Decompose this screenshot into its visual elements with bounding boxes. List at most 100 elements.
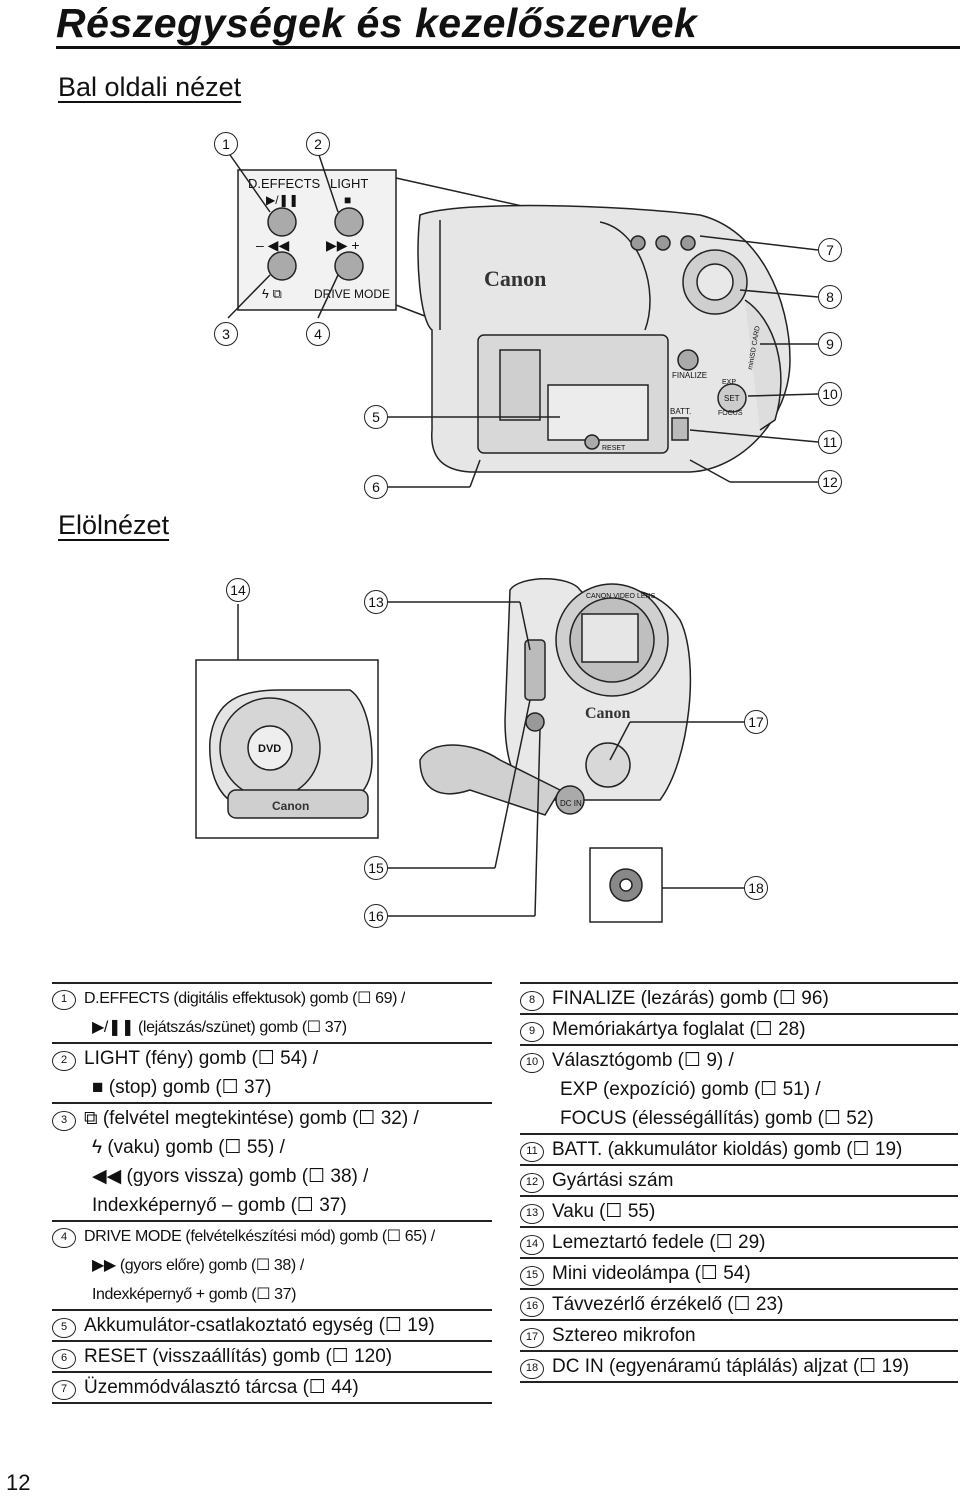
legend-item-number: 9 [520,1021,544,1042]
legend-item-text: ϟ (vaku) gomb (☐ 55) / [92,1137,285,1158]
legend-item-text: Gyártási szám [552,1170,674,1191]
callout-16: 16 [364,904,388,928]
camcorder-left-side-body: Canon FINALIZE EXP SET FOCUS BATT. RESET… [388,204,819,488]
legend-item-number [52,1134,74,1152]
legend-item-text: ◀◀ (gyors vissza) gomb (☐ 38) / [92,1166,369,1187]
callout-8: 8 [818,285,842,309]
legend-item: 16 Távvezérlő érzékelő (☐ 23) [520,1290,958,1321]
legend-item-number: 5 [52,1317,76,1338]
button-panel-inset: D.EFFECTS LIGHT ▶/❚❚ ■ – ◀◀ ▶▶ + ϟ ⧉ DRI… [227,151,631,319]
callout-10: 10 [818,382,842,406]
callout-9: 9 [818,332,842,356]
legend-item-number: 17 [520,1327,544,1348]
callout-4: 4 [306,322,330,346]
svg-text:▶/❚❚: ▶/❚❚ [266,193,299,207]
section-heading-left-view: Bal oldali nézet [58,72,242,102]
camcorder-illustrations: D.EFFECTS LIGHT ▶/❚❚ ■ – ◀◀ ▶▶ + ϟ ⧉ DRI… [195,151,819,923]
legend-item-text: Memóriakártya foglalat (☐ 28) [552,1019,806,1040]
legend-item-number: 16 [520,1296,544,1317]
legend-item-number [52,1074,74,1092]
legend-item: 11 BATT. (akkumulátor kioldás) gomb (☐ 19… [520,1135,958,1166]
legend-item: 3 ⧉ (felvétel megtekintése) gomb (☐ 32) / [52,1104,492,1133]
legend-item-text: ⧉ (felvétel megtekintése) gomb (☐ 32) / [84,1108,419,1129]
callout-5: 5 [364,405,388,429]
legend-item: Indexképernyő + gomb (☐ 37) [52,1280,492,1311]
title-rule [56,46,960,49]
legend-item: 10 Választógomb (☐ 9) / [520,1046,958,1075]
legend-item-number [52,1163,74,1181]
callout-17: 17 [744,710,768,734]
legend-item-number: 14 [520,1234,544,1255]
legend-item: 13 Vaku (☐ 55) [520,1197,958,1228]
legend-item-text: RESET (visszaállítás) gomb (☐ 120) [84,1346,393,1367]
svg-text:ϟ ⧉: ϟ ⧉ [262,286,282,301]
legend-item-text: BATT. (akkumulátor kioldás) gomb (☐ 19) [552,1139,903,1160]
callout-6: 6 [364,475,388,499]
callout-15: 15 [364,856,388,880]
legend-item-number: 18 [520,1358,544,1379]
legend-item: 17 Sztereo mikrofon [520,1321,958,1352]
legend-item-text: Vaku (☐ 55) [552,1201,656,1222]
legend-item-number: 8 [520,990,544,1011]
lens-ring-text: CANON VIDEO LENS [586,593,656,600]
legend-item-text: ■ (stop) gomb (☐ 37) [92,1077,272,1098]
legend-item-number: 1 [52,989,76,1010]
callout-7: 7 [818,238,842,262]
legend-item-number: 10 [520,1052,544,1073]
legend-item-text: FOCUS (élességállítás) gomb (☐ 52) [560,1108,874,1129]
legend-item-number: 3 [52,1110,76,1131]
page-number: 12 [6,1470,31,1495]
camcorder-front-body: CANON VIDEO LENS Canon DC IN [380,578,744,923]
legend-item-number: 12 [520,1172,544,1193]
legend-item-number [52,1013,74,1031]
legend-item-number: 13 [520,1203,544,1224]
legend-item-number: 7 [52,1379,76,1400]
callout-14: 14 [226,578,250,602]
dc-in-text: DC IN [560,799,582,808]
legend-item-text: Indexképernyő + gomb (☐ 37) [92,1286,297,1303]
legend-item-text: Indexképernyő – gomb (☐ 37) [92,1195,347,1216]
callout-13: 13 [364,590,388,614]
legend-item-number [520,1076,542,1094]
batt-text: BATT. [670,407,691,416]
callout-18: 18 [744,876,768,900]
legend-item-number: 11 [520,1141,544,1162]
dvd-text: DVD [258,743,281,755]
legend-item-text: Sztereo mikrofon [552,1325,696,1346]
callout-3: 3 [214,322,238,346]
svg-text:– ◀◀: – ◀◀ [256,237,289,253]
legend-item: 14 Lemeztartó fedele (☐ 29) [520,1228,958,1259]
callout-12: 12 [818,470,842,494]
callout-1: 1 [214,132,238,156]
legend-item-text: Távvezérlő érzékelő (☐ 23) [552,1294,784,1315]
legend-item-text: Választógomb (☐ 9) / [552,1050,734,1071]
finalize-text: FINALIZE [672,371,707,380]
section-heading-front-view: Elölnézet [58,510,170,540]
legend-item-text: Lemeztartó fedele (☐ 29) [552,1232,766,1253]
legend-item: FOCUS (élességállítás) gomb (☐ 52) [520,1104,958,1135]
brand-text-front: Canon [585,705,630,722]
legend-item: ◀◀ (gyors vissza) gomb (☐ 38) / [52,1162,492,1191]
legend-item: ▶/❚❚ (lejátszás/szünet) gomb (☐ 37) [52,1013,492,1044]
legend-item: ϟ (vaku) gomb (☐ 55) / [52,1133,492,1162]
legend-item-number: 2 [52,1050,76,1071]
legend-item: Indexképernyő – gomb (☐ 37) [52,1191,492,1222]
legend-item-number [52,1280,74,1298]
legend-item-number [52,1251,74,1269]
legend-item-text: ▶▶ (gyors előre) gomb (☐ 38) / [92,1257,304,1274]
callout-11: 11 [818,430,842,454]
svg-text:■: ■ [344,193,351,207]
legend-item-number [520,1105,542,1123]
legend-item: 12 Gyártási szám [520,1166,958,1197]
disc-cover-inset: DVD Canon [195,604,379,839]
light-text: LIGHT [330,176,368,191]
page-title: Részegységek és kezelőszervek [56,0,698,46]
